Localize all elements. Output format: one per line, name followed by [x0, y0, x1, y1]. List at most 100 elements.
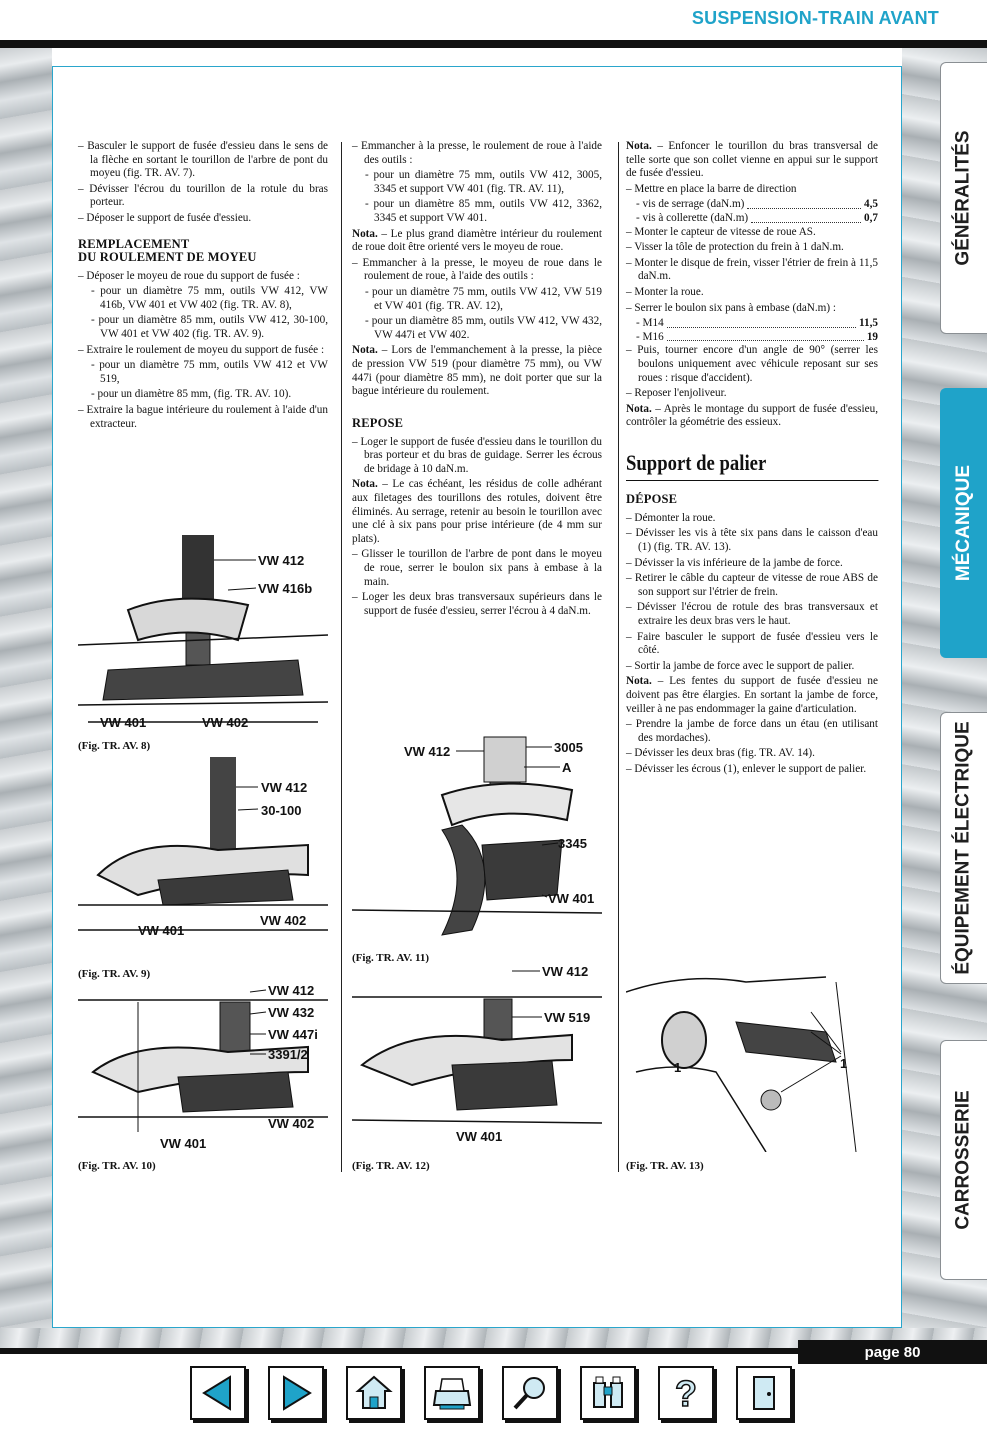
sub-item: - pour un diamètre 75 mm, outils VW 412,…: [91, 285, 328, 311]
nota-paragraph: Nota. – Lors de l'emmanchement à la pres…: [352, 344, 602, 398]
tab-label: GÉNÉRALITÉS: [953, 130, 974, 266]
figure-label: VW 402: [202, 715, 248, 730]
nota-label: Nota.: [352, 478, 378, 491]
spec-value: 0,7: [864, 211, 878, 224]
nota-text: – Lors de l'emmanchement à la presse, la…: [352, 344, 602, 398]
figure-label: A: [562, 760, 572, 775]
tab-carrosserie[interactable]: CARROSSERIE: [940, 1040, 987, 1280]
paragraph: – Déposer le moyeu de roue du support de…: [78, 269, 300, 282]
figure-label: VW 402: [268, 1116, 314, 1131]
paragraph: – Mettre en place la barre de direction: [626, 182, 797, 195]
figure-tr-av-10: VW 412 VW 432 VW 447i 3391/2 VW 401 VW 4…: [78, 982, 328, 1154]
search-button[interactable]: [502, 1366, 558, 1420]
paragraph: – Extraire le roulement de moyeu du supp…: [78, 343, 325, 356]
binoculars-icon: [593, 1376, 623, 1408]
spec-label: - M16: [636, 330, 664, 343]
next-arrow-icon: [283, 1375, 312, 1411]
paragraph: – Puis, tourner encore d'un angle de 90°…: [626, 344, 878, 384]
binoculars-button[interactable]: [580, 1366, 636, 1420]
help-button[interactable]: ?: [658, 1366, 714, 1420]
home-icon: [355, 1375, 393, 1409]
paragraph: – Visser la tôle de protection du frein …: [626, 241, 844, 254]
sub-item: - pour un diamètre 75 mm, outils VW 412 …: [91, 359, 328, 385]
nota-text: – Le plus grand diamètre intérieur du ro…: [352, 227, 602, 254]
figure-label: VW 412: [258, 553, 304, 568]
paragraph: – Prendre la jambe de force dans un étau…: [626, 718, 878, 744]
figure-label: VW 432: [268, 1005, 314, 1020]
paragraph: – Extraire la bague intérieure du roulem…: [78, 403, 328, 430]
dot-leader: [747, 198, 862, 209]
figure-caption: (Fig. TR. AV. 11): [352, 952, 430, 964]
figure-caption: (Fig. TR. AV. 9): [78, 968, 151, 980]
paragraph: – Dévisser les écrous (1), enlever le su…: [626, 762, 867, 775]
figure-drawing: VW 412 VW 432 VW 447i 3391/2 VW 401 VW 4…: [78, 983, 328, 1151]
sub-item: - pour un diamètre 75 mm, outils VW 412,…: [365, 285, 602, 312]
tab-generalites[interactable]: GÉNÉRALITÉS: [940, 62, 987, 334]
spec-label: - vis à collerette (daN.m): [636, 211, 749, 224]
paragraph: – Démonter la roue.: [626, 511, 716, 524]
spec-label: - M14: [636, 317, 664, 330]
figure-label: 30-100: [261, 803, 301, 818]
spec-value: 19: [866, 330, 878, 343]
next-page-button[interactable]: [268, 1366, 324, 1420]
figure-label: VW 412: [261, 780, 307, 795]
print-icon: [432, 1378, 472, 1410]
figure-tr-av-8: VW 412 VW 416b VW 401 VW 402: [78, 530, 328, 730]
figure-caption: (Fig. TR. AV. 13): [626, 1160, 704, 1172]
torque-spec-row: - M16 19: [626, 331, 878, 345]
paragraph: – Monter la roue.: [626, 285, 704, 298]
help-icon: ?: [674, 1373, 698, 1413]
torque-spec-row: - vis à collerette (daN.m) 0,7: [626, 212, 878, 226]
exit-button[interactable]: [736, 1366, 792, 1420]
spec-value: 4,5: [864, 198, 878, 211]
heading-line: REMPLACEMENT: [78, 236, 190, 251]
tab-label: ÉQUIPEMENT ÉLECTRIQUE: [953, 721, 975, 975]
sub-item: - pour un diamètre 75 mm, outils VW 412,…: [365, 169, 602, 195]
nota-text: – Les fentes du support de fusée d'essie…: [626, 675, 878, 715]
top-divider-bar: [0, 40, 987, 48]
text-column-3: Nota. – Enfoncer le tourillon du bras tr…: [618, 140, 879, 1172]
figure-label: VW 447i: [268, 1027, 318, 1042]
figure-tr-av-13: 1 1: [626, 952, 878, 1152]
figure-label: 3345: [558, 836, 587, 851]
sub-item: - pour un diamètre 85 mm, outils VW 412,…: [91, 314, 328, 340]
torque-spec-row: - vis de serrage (daN.m)4,5: [626, 198, 878, 212]
tab-label: CARROSSERIE: [953, 1090, 975, 1230]
figure-tr-av-9: VW 412 30-100 VW 401 VW 402: [78, 755, 328, 940]
tab-mecanique[interactable]: MÉCANIQUE: [940, 388, 987, 658]
print-button[interactable]: [424, 1366, 480, 1420]
dot-leader: [751, 212, 862, 223]
svg-text:?: ?: [675, 1373, 697, 1413]
paragraph: – Retirer le câble du capteur de vitesse…: [626, 572, 878, 598]
home-button[interactable]: [346, 1366, 402, 1420]
text-column-2: – Emmancher à la presse, le roulement de…: [341, 140, 602, 1173]
paragraph: – Monter le disque de frein, visser l'ét…: [626, 256, 878, 283]
figure-label: VW 412: [542, 965, 588, 979]
paragraph: – Glisser le tourillon de l'arbre de pon…: [352, 548, 602, 588]
nota-label: Nota.: [626, 140, 652, 152]
search-icon: [513, 1377, 545, 1410]
nota-label: Nota.: [626, 675, 652, 688]
figure-drawing: 1 1: [626, 976, 857, 1152]
sub-item: - pour un diamètre 85 mm, outils VW 412,…: [365, 315, 602, 341]
dot-leader: [666, 331, 864, 342]
nota-label: Nota.: [352, 227, 378, 240]
tab-equipement-electrique[interactable]: ÉQUIPEMENT ÉLECTRIQUE: [940, 712, 987, 984]
paragraph: – Déposer le support de fusée d'essieu.: [78, 211, 252, 224]
paragraph: – Sortir la jambe de force avec le suppo…: [626, 659, 855, 672]
nota-paragraph: Nota. – Enfoncer le tourillon du bras tr…: [626, 140, 878, 181]
paragraph: – Emmancher à la presse, le roulement de…: [352, 140, 602, 166]
figure-label: VW 401: [160, 1136, 206, 1151]
figure-drawing: VW 412 30-100 VW 401 VW 402: [78, 757, 328, 938]
paragraph: – Loger les deux bras transversaux supér…: [352, 591, 602, 617]
figure-label: VW 401: [138, 923, 184, 938]
background-photo-bottom: [0, 1328, 987, 1348]
figure-tr-av-12: VW 412 VW 519 VW 401: [352, 965, 602, 1150]
paragraph: – Serrer le boulon six pans à embase (da…: [626, 301, 837, 314]
prev-page-button[interactable]: [190, 1366, 246, 1420]
figure-label: VW 412: [404, 744, 450, 759]
figure-label: VW 402: [260, 913, 306, 928]
paragraph: – Emmancher à la presse, le moyeu de rou…: [352, 256, 602, 283]
figure-caption: (Fig. TR. AV. 10): [78, 1160, 156, 1172]
